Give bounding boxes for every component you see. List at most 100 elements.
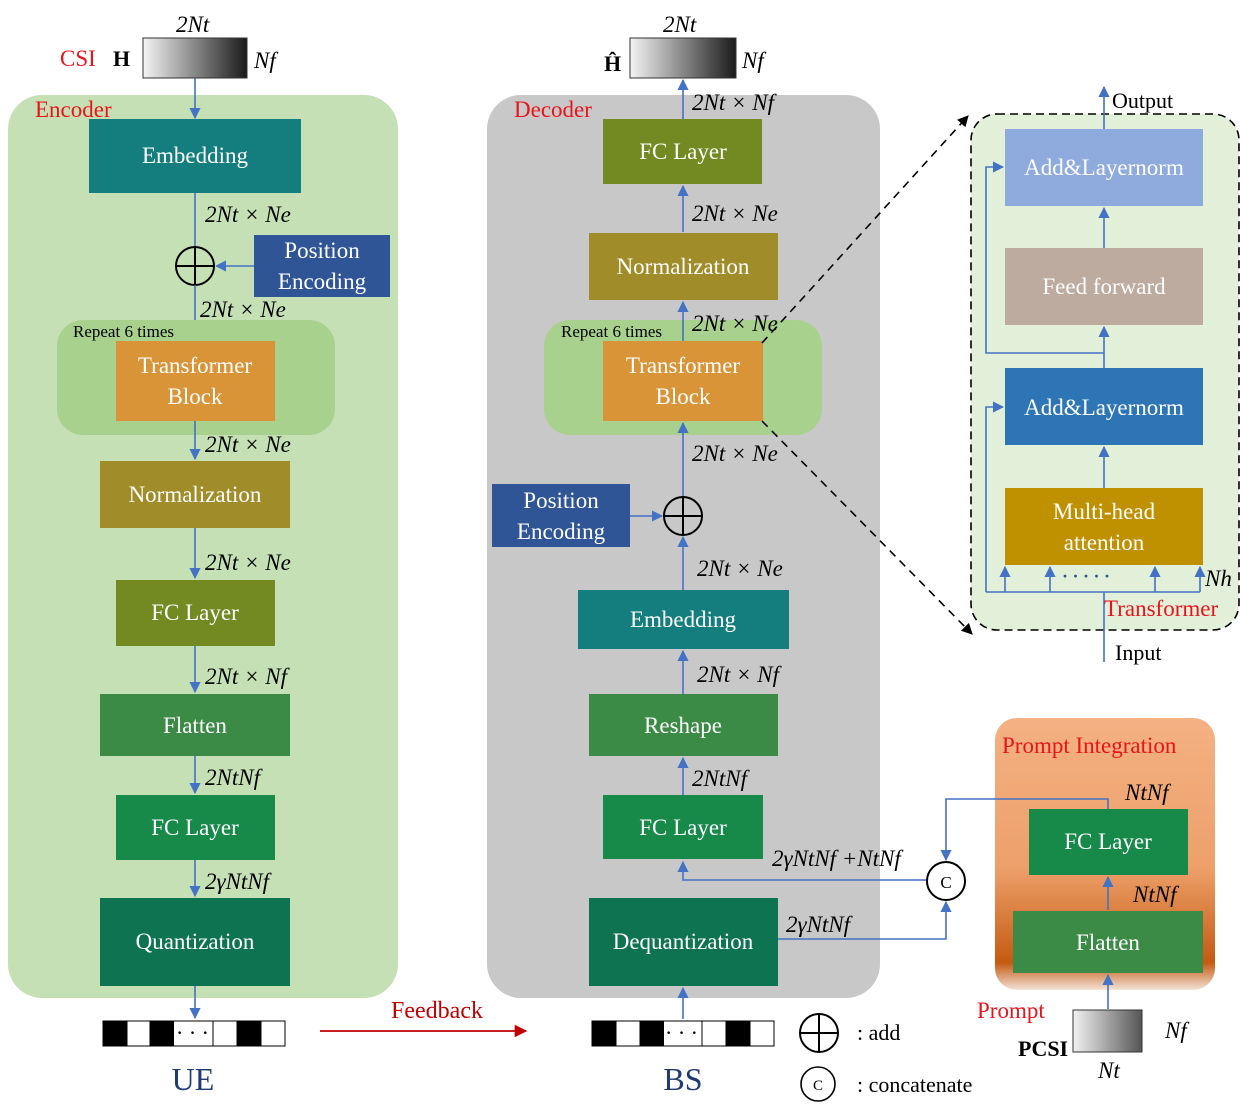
enc-quantization-label: Quantization: [136, 929, 255, 954]
dec-fc-layer-top-box: [603, 119, 762, 184]
dec-position-encoding-box: [492, 484, 630, 547]
enc-dim-fc2: 2γNtNf: [205, 869, 273, 894]
prompt-dim-mid: NtNf: [1132, 882, 1180, 907]
dec-dim-add: 2Nt × Ne: [692, 441, 778, 466]
feed-forward-box: [1005, 248, 1203, 325]
dec-normalization-box: [589, 233, 778, 300]
dec-dim-fc: 2NtNf: [692, 766, 751, 791]
dec-normalization-label: Normalization: [617, 254, 750, 279]
add-norm-top-box: [1005, 129, 1203, 206]
dec-add-icon: [663, 496, 703, 536]
enc-dim-embedding: 2Nt × Ne: [205, 202, 291, 227]
prompt-integration-title: Prompt Integration: [1002, 733, 1177, 758]
dec-fc-layer-label: FC Layer: [639, 815, 727, 840]
add-norm-top-label: Add&Layernorm: [1024, 155, 1184, 180]
dec-fc-layer-top-label: FC Layer: [639, 139, 727, 164]
add-norm-bottom-label: Add&Layernorm: [1024, 395, 1184, 420]
csi-matrix: [142, 37, 248, 79]
p-csi-label: PCSI: [1018, 1036, 1068, 1061]
concat-icon: [926, 861, 966, 901]
prompt-fc-layer-box: [1029, 809, 1188, 875]
ue-bitstream-dots: · · ·: [176, 1020, 209, 1045]
legend-add-icon: [799, 1013, 839, 1053]
feed-forward-label: Feed forward: [1042, 274, 1166, 299]
enc-flatten-label: Flatten: [163, 713, 227, 738]
prompt-csi-matrix: [1072, 1009, 1143, 1053]
bs-bitstream-dots: · · ·: [665, 1020, 698, 1045]
bs-label: BS: [663, 1061, 702, 1097]
dec-repeat-label: Repeat 6 times: [561, 322, 662, 341]
enc-transformer-line2: Block: [168, 384, 223, 409]
enc-normalization-box: [100, 461, 290, 528]
legend-concat-icon: [800, 1066, 836, 1102]
prompt-dim-nf: Nf: [1164, 1018, 1190, 1043]
enc-add-icon: [175, 246, 215, 286]
mha-heads-dots: · · · · ·: [1062, 566, 1110, 586]
csi-dim-top: 2Nt: [176, 12, 210, 37]
enc-embedding-box: [89, 119, 301, 193]
dec-pe-line1: Position: [523, 488, 599, 513]
dec-dim-dequant: 2γNtNf: [786, 912, 854, 937]
add-norm-bottom-box: [1005, 368, 1203, 445]
enc-quantization-box: [100, 898, 290, 986]
h-label: H: [113, 46, 130, 71]
dec-embedding-box: [578, 590, 789, 649]
legend-concat-symbol: C: [813, 1078, 823, 1094]
ue-bitstream: [102, 1020, 286, 1047]
reconstructed-csi-matrix: [629, 37, 737, 79]
dec-transformer-line2: Block: [656, 384, 711, 409]
csi-label: CSI: [60, 46, 96, 71]
transformer-output-label: Output: [1112, 88, 1173, 113]
prompt-dim-top: NtNf: [1124, 780, 1172, 805]
dec-dim-reshape: 2Nt × Nf: [697, 662, 783, 687]
legend-add-label: : add: [857, 1020, 900, 1045]
enc-fc-layer2-label: FC Layer: [151, 815, 239, 840]
enc-normalization-label: Normalization: [129, 482, 262, 507]
enc-dim-fc: 2Nt × Nf: [205, 664, 291, 689]
dec-reshape-label: Reshape: [644, 713, 722, 738]
enc-pe-line1: Position: [284, 238, 360, 263]
dec-embedding-label: Embedding: [630, 607, 737, 632]
enc-position-encoding-box: [254, 235, 390, 297]
enc-dim-transformer: 2Nt × Ne: [205, 432, 291, 457]
recon-dim-top: 2Nt: [663, 12, 697, 37]
transformer-input-label: Input: [1115, 640, 1161, 665]
prompt-fc-layer-label: FC Layer: [1064, 829, 1152, 854]
enc-fc-layer2-box: [116, 795, 275, 860]
enc-fc-layer-box: [116, 580, 275, 646]
dec-transformer-box: [603, 341, 763, 421]
dec-transformer-line1: Transformer: [626, 353, 740, 378]
encoder-panel: [8, 95, 398, 998]
enc-dim-flatten: 2NtNf: [205, 765, 264, 790]
dec-reshape-box: [589, 694, 778, 756]
csi-dim-right: Nf: [253, 48, 279, 73]
mha-box: [1005, 488, 1203, 565]
transformer-detail-title: Transformer: [1104, 596, 1218, 621]
dec-fc-layer-box: [603, 795, 763, 859]
dec-dim-embedding: 2Nt × Ne: [697, 556, 783, 581]
dec-dequantization-label: Dequantization: [613, 929, 754, 954]
enc-dim-norm: 2Nt × Ne: [205, 550, 291, 575]
recon-dim-right: Nf: [741, 48, 767, 73]
enc-repeat-label: Repeat 6 times: [73, 322, 174, 341]
dec-dim-concat: 2γNtNf +NtNf: [772, 846, 904, 871]
feedback-label: Feedback: [391, 998, 483, 1024]
enc-embedding-label: Embedding: [142, 143, 249, 168]
enc-flatten-box: [100, 694, 290, 756]
ue-label: UE: [172, 1061, 215, 1097]
prompt-dim-nt: Nt: [1097, 1058, 1120, 1083]
encoder-title: Encoder: [35, 97, 112, 122]
bs-bitstream: [591, 1020, 775, 1047]
prompt-flatten-label: Flatten: [1076, 930, 1140, 955]
mha-line1: Multi-head: [1053, 499, 1156, 524]
enc-transformer-line1: Transformer: [138, 353, 252, 378]
nh-label: Nh: [1204, 566, 1232, 591]
dec-dim-out: 2Nt × Nf: [692, 90, 778, 115]
prompt-flatten-box: [1013, 911, 1203, 973]
decoder-title: Decoder: [514, 97, 592, 122]
dec-dim-transformer-out: 2Nt × Ne: [692, 311, 778, 336]
dec-dequantization-box: [589, 898, 778, 986]
h-hat-label: Ĥ: [604, 51, 621, 76]
legend-concat-label: : concatenate: [857, 1072, 972, 1097]
